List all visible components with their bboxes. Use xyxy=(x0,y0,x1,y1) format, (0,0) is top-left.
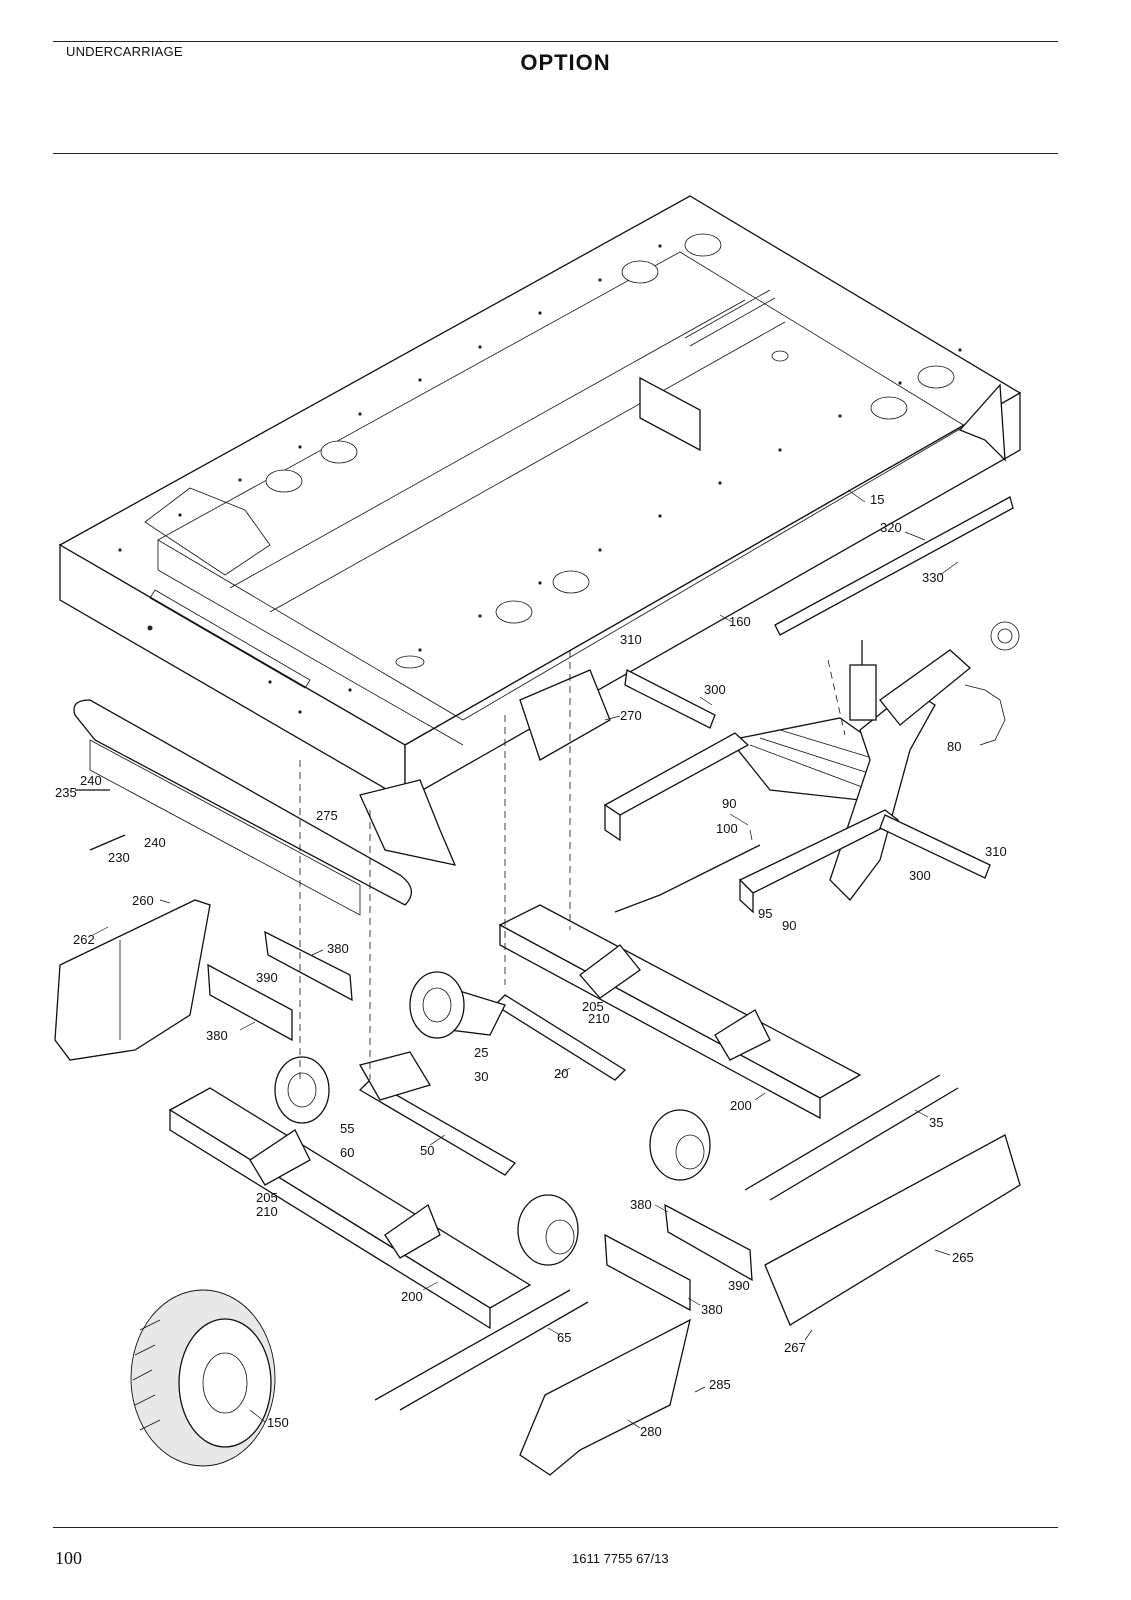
wheel-hubs xyxy=(274,971,711,1266)
callout-285: 285 xyxy=(709,1377,731,1392)
callout-200-a: 200 xyxy=(730,1098,752,1113)
header-bottom-rule xyxy=(53,153,1058,154)
construction-lines xyxy=(299,650,571,1080)
callout-210-b: 210 xyxy=(256,1204,278,1219)
callout-25: 25 xyxy=(474,1045,488,1060)
wheel-150 xyxy=(130,1289,276,1467)
rear-bumper xyxy=(73,699,412,916)
callout-267: 267 xyxy=(784,1340,806,1355)
callout-380-a: 380 xyxy=(327,941,349,956)
callout-235: 235 xyxy=(55,785,77,800)
callout-260: 260 xyxy=(132,893,154,908)
callout-310: 310 xyxy=(620,632,642,647)
callout-300: 300 xyxy=(704,682,726,697)
callout-300-right: 300 xyxy=(909,868,931,883)
plates-and-covers xyxy=(54,899,1021,1476)
callout-330: 330 xyxy=(922,570,944,585)
callout-262: 262 xyxy=(73,932,95,947)
callout-310-right: 310 xyxy=(985,844,1007,859)
drawbar-assembly xyxy=(728,621,1020,901)
callout-320: 320 xyxy=(880,520,902,535)
footer-rule xyxy=(53,1527,1058,1528)
main-frame xyxy=(58,195,1022,866)
brake-cables xyxy=(374,844,959,1411)
callout-275: 275 xyxy=(316,808,338,823)
callout-380-c: 380 xyxy=(630,1197,652,1212)
callout-20: 20 xyxy=(554,1066,568,1081)
cross-beams xyxy=(603,496,1014,914)
page-title: OPTION xyxy=(520,50,611,75)
callout-100: 100 xyxy=(716,821,738,836)
callout-270: 270 xyxy=(620,708,642,723)
callout-390-b: 390 xyxy=(728,1278,750,1293)
callout-15: 15 xyxy=(870,492,884,507)
callout-80: 80 xyxy=(947,739,961,754)
callout-210-a: 210 xyxy=(588,1011,610,1026)
callout-60: 60 xyxy=(340,1145,354,1160)
page-number: 100 xyxy=(55,1548,82,1568)
callout-90-top: 90 xyxy=(722,796,736,811)
callout-380-d: 380 xyxy=(701,1302,723,1317)
callout-205-a: 205 xyxy=(582,999,604,1014)
leader-lines xyxy=(92,489,959,1429)
callout-200-b: 200 xyxy=(401,1289,423,1304)
callout-labels: 15 320 330 160 310 300 270 80 240 235 24… xyxy=(55,492,1007,1439)
callout-280: 280 xyxy=(640,1424,662,1439)
callout-150: 150 xyxy=(267,1415,289,1430)
callout-205-b: 205 xyxy=(256,1190,278,1205)
callout-55: 55 xyxy=(340,1121,354,1136)
document-number: 1611 7755 67/13 xyxy=(572,1551,669,1566)
callout-95: 95 xyxy=(758,906,772,921)
top-rule xyxy=(53,41,1058,42)
callout-240-top: 240 xyxy=(80,773,102,788)
longitudinal-members xyxy=(168,904,862,1330)
callout-265: 265 xyxy=(952,1250,974,1265)
callout-30: 30 xyxy=(474,1069,488,1084)
callout-50: 50 xyxy=(420,1143,434,1158)
callout-380-b: 380 xyxy=(206,1028,228,1043)
callout-230: 230 xyxy=(108,850,130,865)
callout-390-a: 390 xyxy=(256,970,278,985)
callout-65: 65 xyxy=(557,1330,571,1345)
section-header: UNDERCARRIAGE xyxy=(66,44,183,59)
callout-240-bottom: 240 xyxy=(144,835,166,850)
axles xyxy=(358,984,627,1176)
callout-160: 160 xyxy=(729,614,751,629)
callout-35: 35 xyxy=(929,1115,943,1130)
callout-90-bottom: 90 xyxy=(782,918,796,933)
